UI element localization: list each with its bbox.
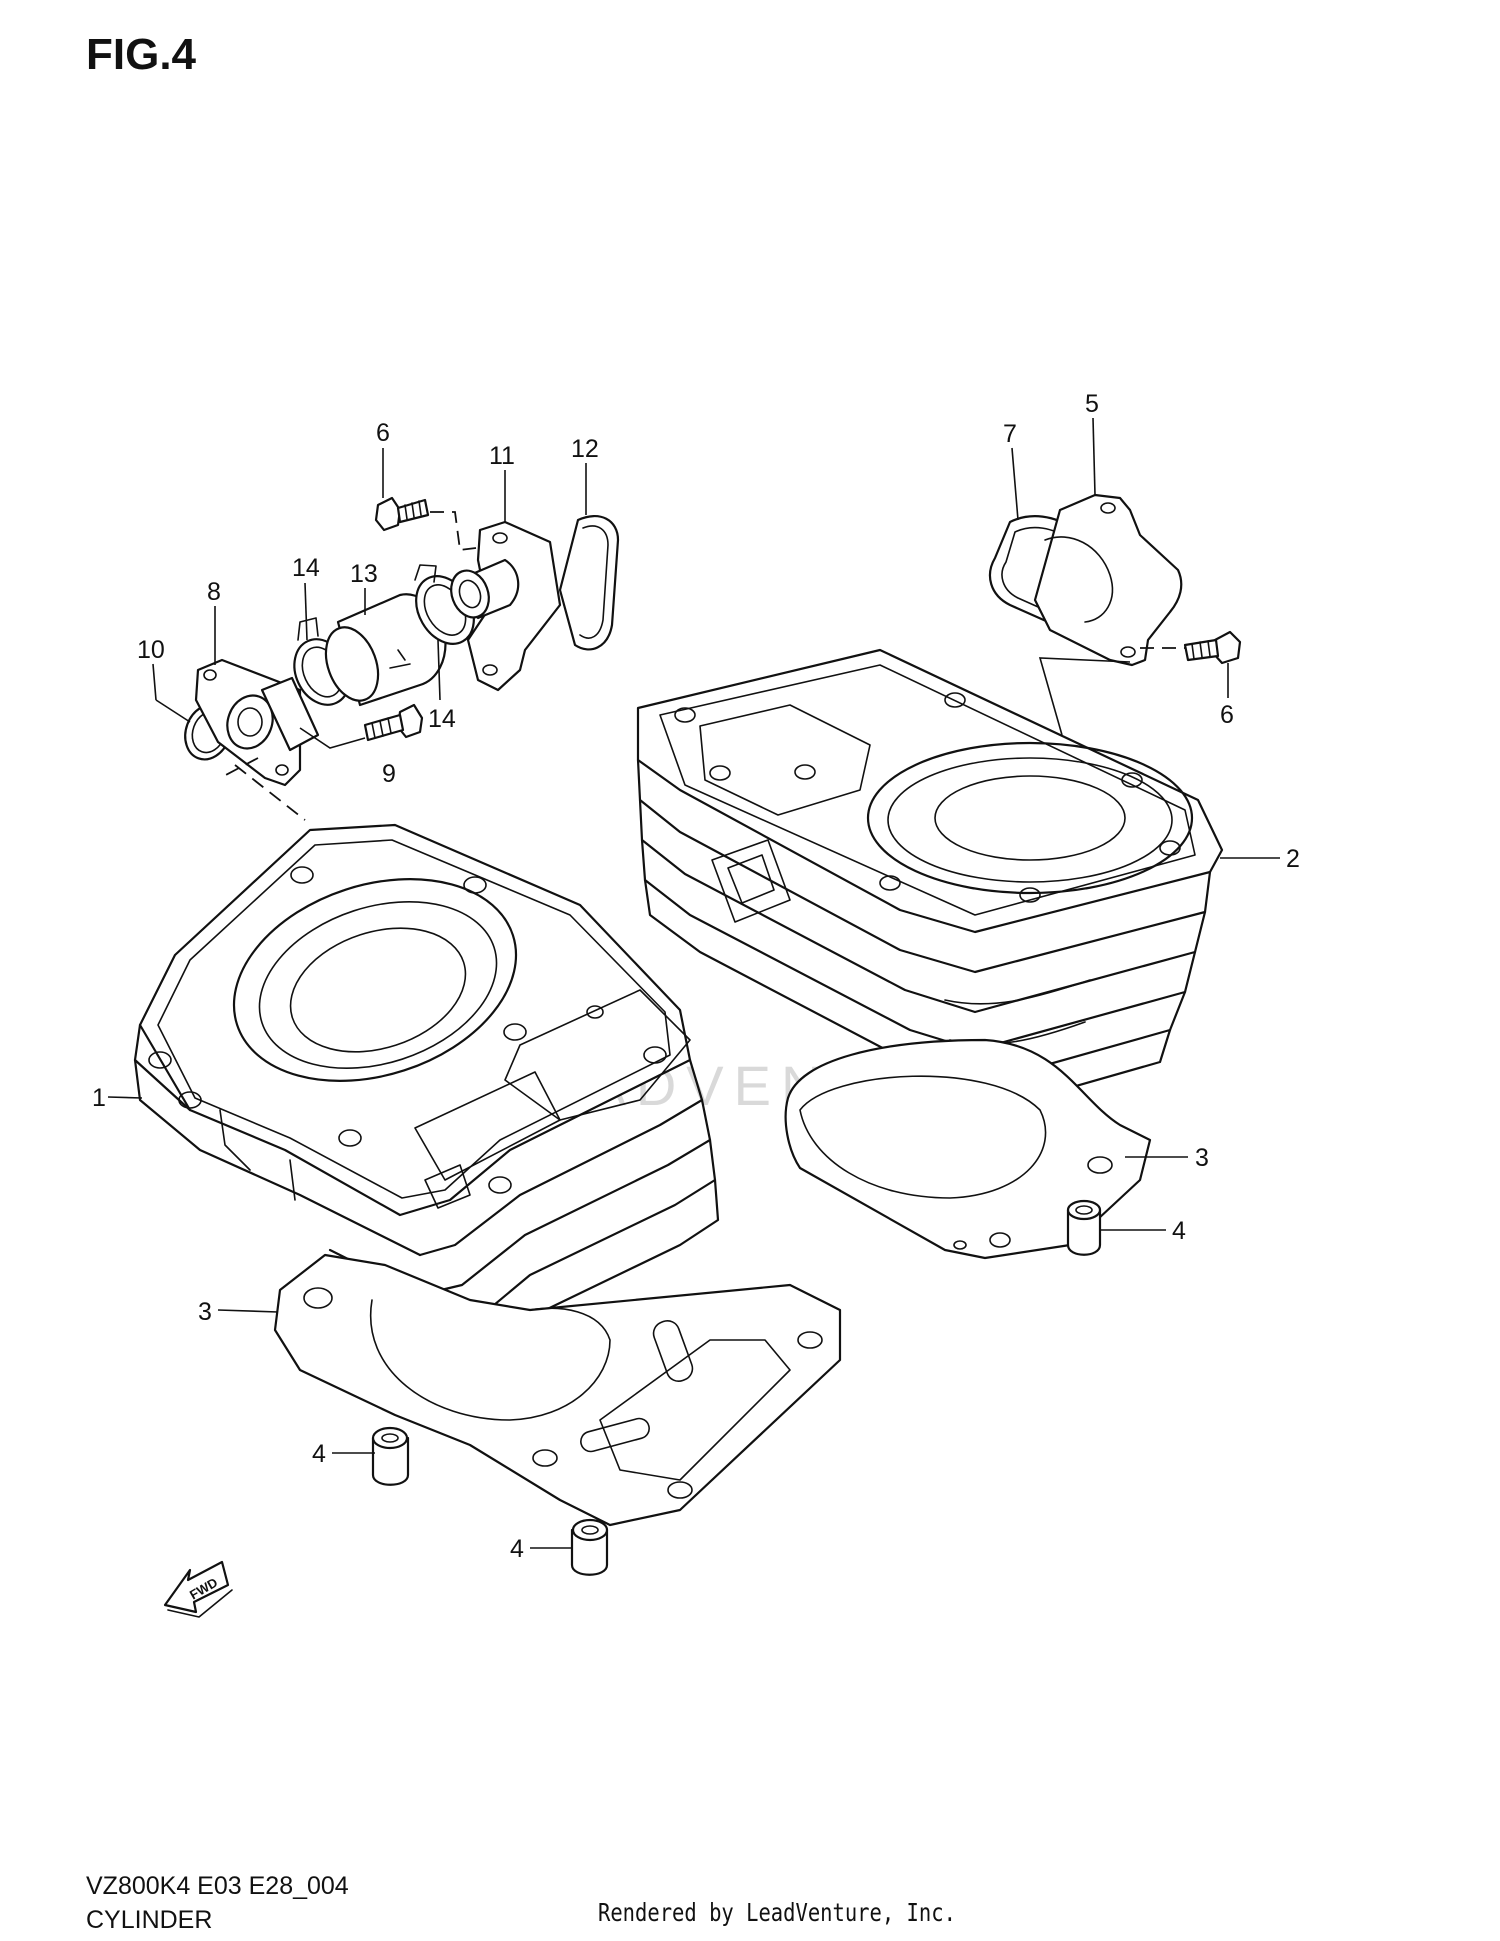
front-dowel-pin-part-4-upper[interactable] xyxy=(371,1426,410,1486)
rear-base-gasket-part-3[interactable] xyxy=(784,1038,1152,1260)
callout-13: 13 xyxy=(350,560,378,588)
rear-dowel-pin-part-4[interactable] xyxy=(1066,1199,1102,1256)
render-credit: Rendered by LeadVenture, Inc. xyxy=(598,1898,956,1927)
assembly-line xyxy=(219,757,259,779)
water-union-part-8[interactable] xyxy=(194,658,320,787)
bolt-part-6-front[interactable] xyxy=(374,496,430,532)
callout-4: 4 xyxy=(510,1535,524,1563)
bolt-part-6-rear[interactable] xyxy=(1183,630,1242,665)
callout-6: 6 xyxy=(1220,701,1234,729)
leader-lines xyxy=(107,417,1280,1549)
callout-9: 9 xyxy=(382,760,396,788)
assembly-line xyxy=(234,764,306,821)
callout-14: 14 xyxy=(428,705,456,733)
callout-8: 8 xyxy=(207,578,221,606)
figure-title: FIG.4 xyxy=(86,30,197,79)
callout-3: 3 xyxy=(1195,1144,1209,1172)
callout-3: 3 xyxy=(198,1298,212,1326)
front-base-gasket-part-3[interactable] xyxy=(273,1253,842,1527)
callout-4: 4 xyxy=(312,1440,326,1468)
diagram-code: VZ800K4 E03 E28_004 xyxy=(86,1872,349,1900)
front-dowel-pin-part-4-lower[interactable] xyxy=(570,1518,609,1576)
diagram-name: CYLINDER xyxy=(86,1906,213,1934)
callout-1: 1 xyxy=(92,1084,106,1112)
callout-2: 2 xyxy=(1286,845,1300,873)
callout-10: 10 xyxy=(137,636,165,664)
forward-direction-arrow: FWD xyxy=(163,1560,233,1618)
o-ring-part-12[interactable] xyxy=(558,515,620,651)
callout-5: 5 xyxy=(1085,390,1099,418)
callout-7: 7 xyxy=(1003,420,1017,448)
callout-14: 14 xyxy=(292,554,320,582)
callout-11: 11 xyxy=(489,442,515,470)
water-union-part-11[interactable] xyxy=(445,520,562,692)
assembly-line xyxy=(299,727,366,749)
assembly-line xyxy=(1038,657,1131,736)
callout-4: 4 xyxy=(1172,1217,1186,1245)
callout-6: 6 xyxy=(376,419,390,447)
callout-12: 12 xyxy=(571,435,599,463)
assembly-line xyxy=(430,511,477,552)
water-cover-part-5[interactable] xyxy=(1033,493,1183,667)
bolt-part-9[interactable] xyxy=(363,703,424,742)
water-hose-part-13[interactable] xyxy=(316,593,447,708)
